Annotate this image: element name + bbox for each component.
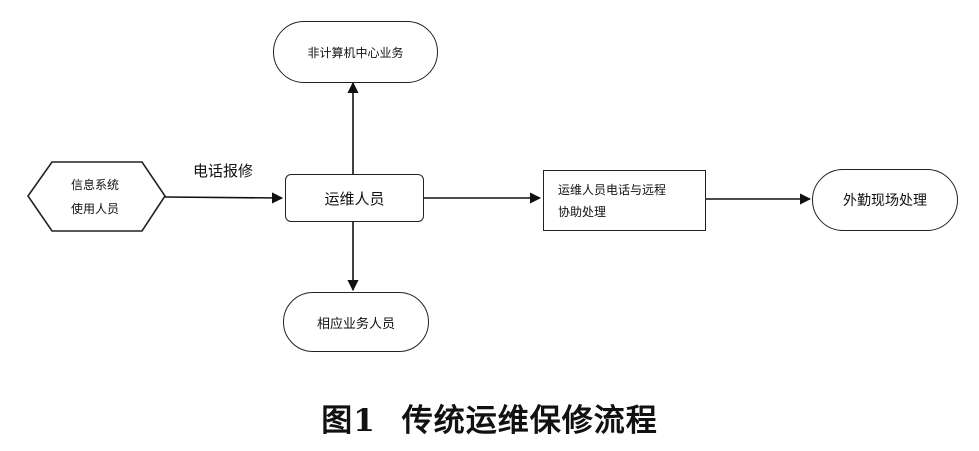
users-node-shape: [27, 161, 166, 232]
onsite-node: 外勤现场处理: [812, 169, 958, 231]
non-center-node-label: 非计算机中心业务: [307, 45, 404, 60]
onsite-node-label: 外勤现场处理: [843, 193, 927, 209]
ops-node-label: 运维人员: [324, 189, 385, 208]
business-node: 相应业务人员: [283, 292, 429, 352]
remote-node-line2: 协助处理: [558, 204, 607, 219]
users-node-line1: 信息系统: [70, 178, 119, 192]
users-node-line2: 使用人员: [70, 202, 119, 216]
remote-node: 运维人员电话与远程 协助处理: [543, 170, 706, 231]
edge-label-phone-report: 电话报修: [193, 162, 254, 180]
business-node-label: 相应业务人员: [316, 316, 395, 332]
non-center-node: 非计算机中心业务: [273, 21, 438, 83]
figure-number: 图1: [321, 403, 376, 439]
figure-caption: 图1 传统运维保修流程: [0, 395, 979, 440]
ops-node: 运维人员: [285, 174, 424, 222]
remote-node-line1: 运维人员电话与远程: [558, 182, 667, 197]
users-node: 信息系统 使用人员: [40, 166, 150, 228]
figure-title: 传统运维保修流程: [401, 403, 658, 439]
edge-users-to-ops: [164, 192, 284, 204]
